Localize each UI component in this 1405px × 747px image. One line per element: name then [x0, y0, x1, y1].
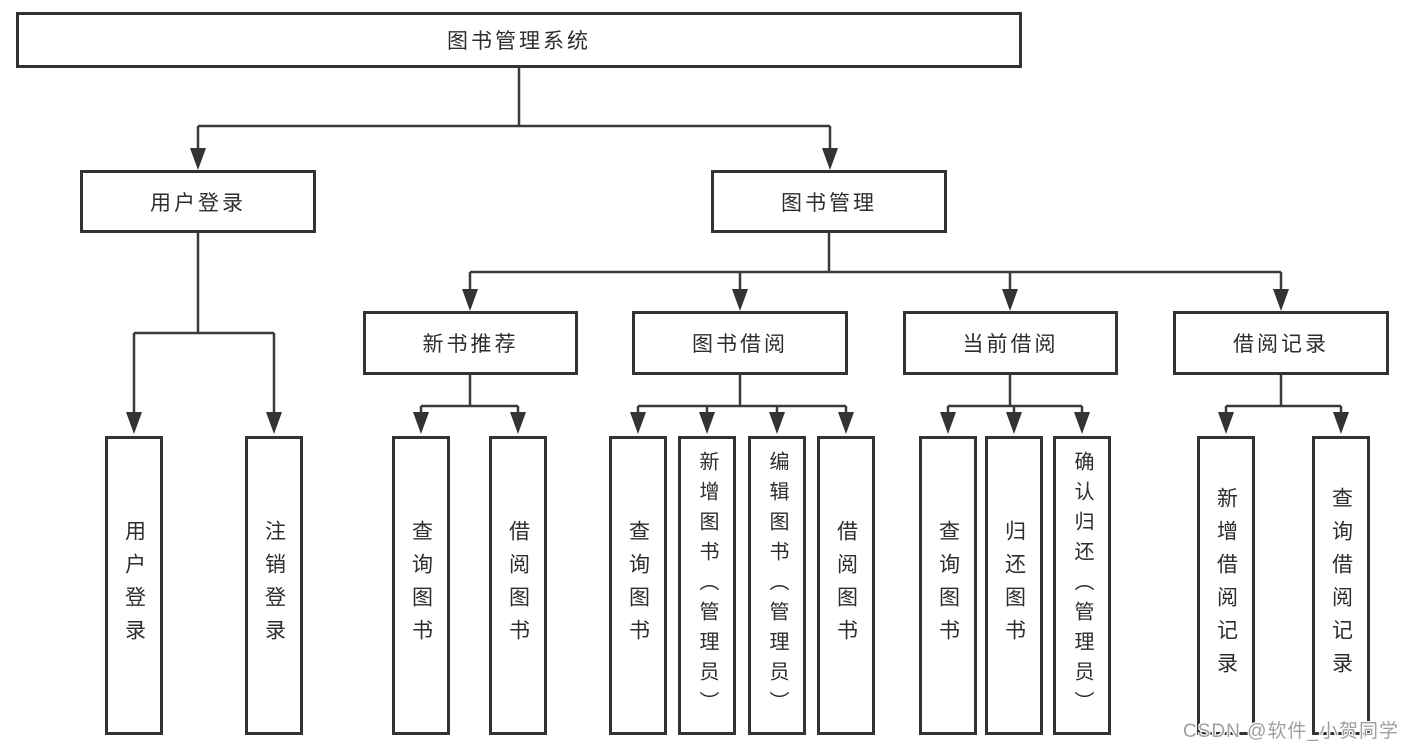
leaf-recommend-borrow-books: 借阅图书: [489, 436, 547, 735]
leaf-label: 查询图书: [409, 519, 433, 652]
leaf-user-login: 用户登录: [105, 436, 163, 735]
node-book-borrow: 图书借阅: [632, 311, 848, 375]
node-book-management-branch: 图书管理: [711, 170, 947, 233]
leaf-logout: 注销登录: [245, 436, 303, 735]
leaf-edit-books-admin: 编辑图书（管理员）: [748, 436, 806, 735]
leaf-label: 查询借阅记录: [1329, 486, 1353, 685]
leaf-label: 借阅图书: [834, 519, 858, 652]
node-root-system: 图书管理系统: [16, 12, 1022, 68]
leaf-query-borrow-record: 查询借阅记录: [1312, 436, 1370, 735]
leaf-label: 查询图书: [936, 519, 960, 652]
leaf-return-books: 归还图书: [985, 436, 1043, 735]
node-new-book-recommend: 新书推荐: [363, 311, 578, 375]
node-user-login-branch: 用户登录: [80, 170, 316, 233]
leaf-current-query-books: 查询图书: [919, 436, 977, 735]
leaf-label: 新增借阅记录: [1214, 486, 1238, 685]
node-borrow-records: 借阅记录: [1173, 311, 1389, 375]
leaf-recommend-query-books: 查询图书: [392, 436, 450, 735]
node-current-borrow: 当前借阅: [903, 311, 1118, 375]
leaf-label: 查询图书: [626, 519, 650, 652]
csdn-watermark: CSDN @软件_小贺同学: [1183, 721, 1399, 742]
leaf-label: 编辑图书（管理员）: [766, 450, 788, 721]
leaf-label: 借阅图书: [506, 519, 530, 652]
leaf-add-borrow-record: 新增借阅记录: [1197, 436, 1255, 735]
leaf-confirm-return-admin: 确认归还（管理员）: [1053, 436, 1111, 735]
leaf-label: 注销登录: [262, 519, 286, 652]
leaf-add-books-admin: 新增图书（管理员）: [678, 436, 736, 735]
leaf-label: 新增图书（管理员）: [696, 450, 718, 721]
leaf-label: 归还图书: [1002, 519, 1026, 652]
leaf-borrow-query-books: 查询图书: [609, 436, 667, 735]
leaf-label: 确认归还（管理员）: [1071, 450, 1093, 721]
leaf-borrow-books: 借阅图书: [817, 436, 875, 735]
leaf-label: 用户登录: [122, 519, 146, 652]
